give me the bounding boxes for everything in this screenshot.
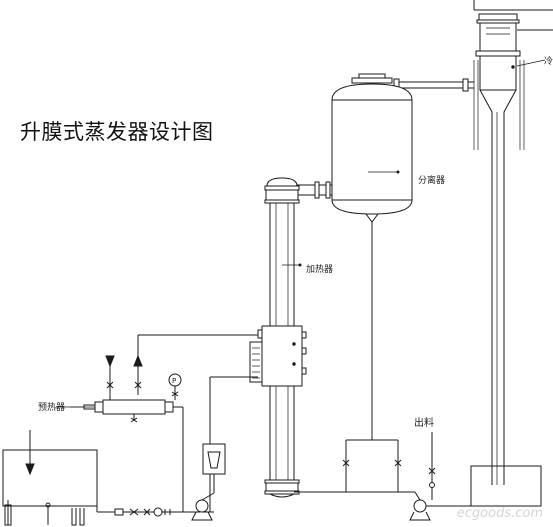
steam-valve-block xyxy=(249,341,263,383)
svg-text:P: P xyxy=(172,377,176,385)
flowmeter xyxy=(202,443,226,493)
separator-label: 分离器 xyxy=(418,176,446,186)
bottom-discharge-pipe xyxy=(294,432,471,521)
separator-vessel xyxy=(331,73,413,492)
steam-line xyxy=(137,334,258,395)
heater-label: 加热器 xyxy=(306,265,334,275)
feed-tank xyxy=(2,430,98,526)
cooler-label: 冷 xyxy=(544,57,553,67)
right-column xyxy=(470,0,553,507)
heater-separator-pipe xyxy=(297,181,332,199)
diagram-title: 升膜式蒸发器设计图 xyxy=(20,120,214,144)
preheater: P xyxy=(56,354,182,423)
bottom-feed-pipe xyxy=(97,507,200,517)
discharge-label: 出料 xyxy=(414,418,434,429)
feed-pump xyxy=(191,492,215,521)
preheater-label: 预热器 xyxy=(38,403,66,413)
watermark: ecgoods.com xyxy=(456,506,543,521)
heater-steam-jacket xyxy=(257,325,307,387)
vapor-pipe xyxy=(393,78,474,92)
